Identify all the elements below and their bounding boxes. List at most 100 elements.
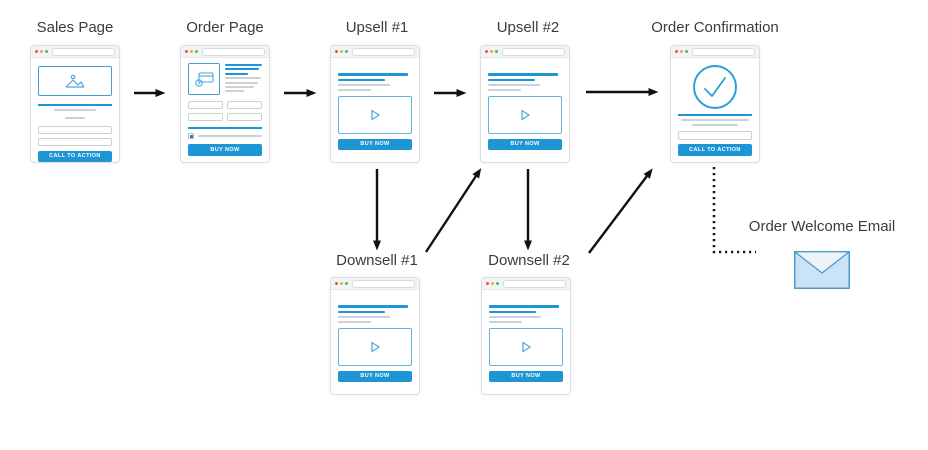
buy-now-button: BUY NOW	[188, 144, 262, 156]
address-bar	[352, 47, 415, 56]
arrow-downsell1-to-upsell2	[424, 168, 482, 253]
browser-titlebar	[181, 46, 269, 58]
node-order-confirmation[interactable]: CALL TO ACTION	[670, 45, 760, 163]
checkmark-circle-icon	[693, 65, 737, 109]
dot-red-icon	[675, 50, 678, 53]
text-line	[680, 119, 750, 121]
text-block	[225, 63, 262, 95]
play-icon	[522, 341, 532, 353]
text-line	[225, 85, 254, 88]
dot-green-icon	[45, 50, 48, 53]
window-controls	[335, 50, 348, 53]
dot-yellow-icon	[340, 282, 343, 285]
headline-line	[489, 305, 560, 308]
dot-yellow-icon	[340, 50, 343, 53]
node-label-order-page: Order Page	[186, 19, 264, 36]
address-bar	[202, 47, 265, 56]
divider-line	[38, 104, 112, 106]
text-line	[489, 311, 537, 313]
text-line	[489, 316, 541, 318]
node-sales-page[interactable]: CALL TO ACTION	[30, 45, 120, 163]
text-line	[488, 79, 536, 81]
text-line	[338, 316, 390, 318]
text-line	[225, 77, 261, 80]
form-field	[188, 101, 223, 109]
form-field	[227, 101, 262, 109]
dot-green-icon	[496, 282, 499, 285]
window-controls	[675, 50, 688, 53]
text-line	[338, 311, 386, 313]
node-order-page[interactable]: BUY NOW	[180, 45, 270, 163]
address-bar	[52, 47, 115, 56]
dot-red-icon	[35, 50, 38, 53]
play-icon	[371, 341, 381, 353]
checkbox-icon	[188, 133, 194, 139]
dot-yellow-icon	[491, 282, 494, 285]
dot-yellow-icon	[490, 50, 493, 53]
address-bar	[352, 279, 415, 288]
text-line	[338, 84, 390, 86]
dot-green-icon	[345, 282, 348, 285]
text-line	[225, 68, 260, 71]
window-controls	[35, 50, 48, 53]
email-envelope-icon[interactable]	[794, 251, 850, 289]
arrow-downsell2-to-confirmation	[588, 168, 653, 254]
browser-titlebar	[482, 278, 570, 290]
headline-line	[338, 73, 409, 76]
dot-red-icon	[335, 282, 338, 285]
downsell-2-wireframe: BUY NOW	[482, 290, 570, 382]
video-placeholder	[489, 328, 563, 366]
text-line	[198, 135, 262, 137]
buy-now-button: BUY NOW	[489, 371, 563, 382]
dot-yellow-icon	[40, 50, 43, 53]
form-field	[38, 138, 112, 146]
text-line	[53, 109, 97, 111]
photo-icon	[65, 74, 85, 88]
buy-now-button: BUY NOW	[338, 371, 412, 382]
video-placeholder	[338, 96, 412, 134]
divider-line	[678, 114, 752, 116]
headline-line	[488, 73, 559, 76]
order-page-wireframe: BUY NOW	[181, 58, 269, 156]
text-line	[225, 81, 258, 84]
checkbox-fill	[189, 134, 193, 138]
node-upsell-2[interactable]: BUY NOW	[480, 45, 570, 163]
video-placeholder	[338, 328, 412, 366]
dot-red-icon	[485, 50, 488, 53]
browser-titlebar	[31, 46, 119, 58]
sales-page-wireframe: CALL TO ACTION	[31, 58, 119, 162]
address-bar	[503, 279, 566, 288]
credit-card-icon	[194, 71, 214, 87]
text-line	[338, 89, 371, 91]
text-line	[225, 64, 262, 66]
terms-row	[188, 133, 262, 139]
form-field	[227, 113, 262, 121]
video-placeholder	[488, 96, 562, 134]
buy-now-button: BUY NOW	[488, 139, 562, 150]
dot-yellow-icon	[680, 50, 683, 53]
browser-titlebar	[331, 46, 419, 58]
node-upsell-1[interactable]: BUY NOW	[330, 45, 420, 163]
window-controls	[335, 282, 348, 285]
dot-yellow-icon	[190, 50, 193, 53]
dotted-connector-confirmation-to-email	[712, 167, 756, 254]
browser-titlebar	[331, 278, 419, 290]
browser-titlebar	[481, 46, 569, 58]
image-placeholder	[38, 66, 112, 96]
node-label-sales-page: Sales Page	[36, 19, 114, 36]
dot-green-icon	[685, 50, 688, 53]
text-line	[338, 79, 386, 81]
dot-green-icon	[195, 50, 198, 53]
upsell-2-wireframe: BUY NOW	[481, 58, 569, 150]
window-controls	[486, 282, 499, 285]
node-downsell-1[interactable]: BUY NOW	[330, 277, 420, 395]
text-line	[225, 90, 245, 93]
address-bar	[692, 47, 755, 56]
dot-green-icon	[495, 50, 498, 53]
node-label-upsell-1: Upsell #1	[345, 19, 409, 36]
form-field	[678, 131, 752, 140]
call-to-action-button: CALL TO ACTION	[678, 144, 752, 156]
form-field	[38, 126, 112, 134]
buy-now-button: BUY NOW	[338, 139, 412, 150]
node-downsell-2[interactable]: BUY NOW	[481, 277, 571, 395]
